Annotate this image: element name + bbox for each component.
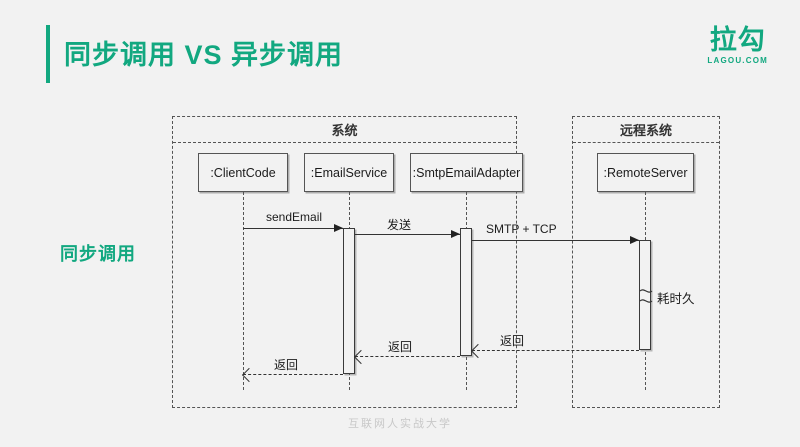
lifeline-box-smtpemailadapter: :SmtpEmailAdapter <box>410 153 523 192</box>
lifeline-box-clientcode: :ClientCode <box>198 153 288 192</box>
message-line-send <box>355 234 460 235</box>
message-arrowhead-sendemail <box>334 223 343 232</box>
activation-bar-smtpemailadapter <box>460 228 472 356</box>
lifeline-box-emailservice: :EmailService <box>304 153 394 192</box>
page-title: 同步调用 VS 异步调用 <box>64 40 344 70</box>
message-label-sendemail: sendEmail <box>266 210 323 224</box>
frame-remote-system: 远程系统 <box>572 116 720 408</box>
message-line-smtp-tcp <box>472 240 639 241</box>
message-label-smtp-tcp: SMTP + TCP <box>486 222 557 236</box>
activation-bar-emailservice <box>343 228 355 374</box>
message-line-return-smtp <box>355 356 460 357</box>
message-label-return-email: 返回 <box>274 358 299 372</box>
message-line-sendemail <box>243 228 343 229</box>
activation-bar-remoteserver <box>639 240 651 350</box>
message-label-send: 发送 <box>387 218 412 232</box>
message-label-return-remote: 返回 <box>500 334 525 348</box>
frame-remote-system-label: 远程系统 <box>573 117 719 143</box>
frame-system-label: 系统 <box>173 117 516 143</box>
message-arrowhead-smtp-tcp <box>630 235 639 244</box>
message-line-return-email <box>243 374 343 375</box>
brand-logo: 拉勾 LAGOU.COM <box>707 25 768 66</box>
message-label-return-smtp: 返回 <box>388 340 413 354</box>
logo-wordmark-en: LAGOU.COM <box>707 56 768 66</box>
note-slow-operation: 耗时久 <box>657 292 695 306</box>
title-accent-bar <box>46 25 50 83</box>
section-label-sync-call: 同步调用 <box>60 244 136 264</box>
footer-watermark: 互联网人实战大学 <box>348 418 452 430</box>
time-break-wavy-icon <box>634 285 656 316</box>
message-arrowhead-send <box>451 229 460 238</box>
message-line-return-remote <box>472 350 639 351</box>
lifeline-box-remoteserver: :RemoteServer <box>597 153 694 192</box>
lifeline-line-clientcode <box>243 192 244 390</box>
frame-system: 系统 <box>172 116 517 408</box>
logo-wordmark-cn: 拉勾 <box>709 25 766 55</box>
